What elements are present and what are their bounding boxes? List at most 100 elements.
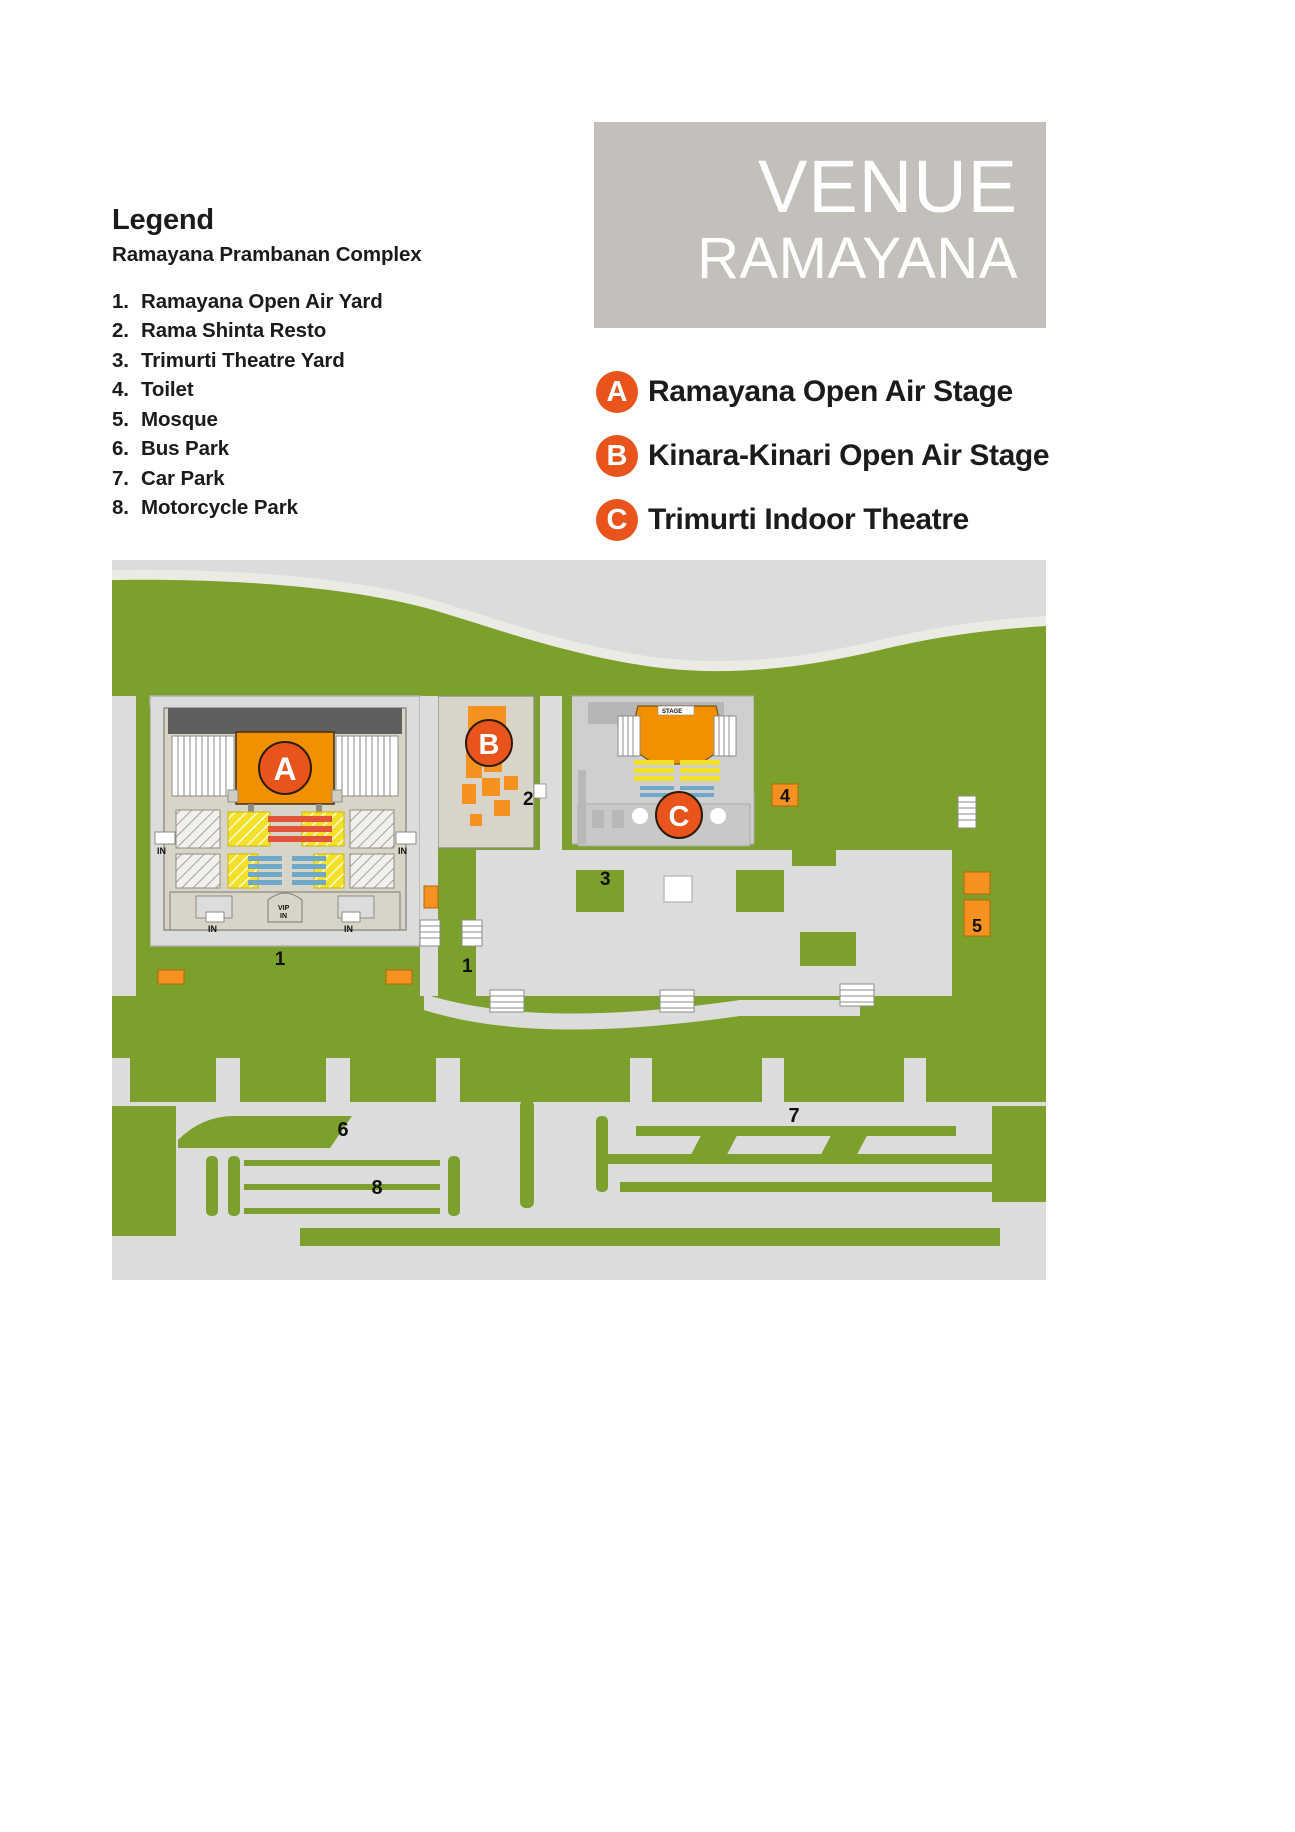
- legend-item-label: Bus Park: [141, 437, 230, 461]
- stage-key-item-b: B Kinara-Kinari Open Air Stage: [596, 424, 1066, 488]
- legend-item-label: Toilet: [141, 378, 194, 402]
- trimurti-seating-left: [617, 715, 641, 757]
- kiosk-orange-right: [385, 969, 413, 985]
- stage-key-label-c: Trimurti Indoor Theatre: [648, 503, 969, 536]
- trimurti-path-left: [578, 770, 586, 844]
- map-label-6: 6: [337, 1119, 348, 1141]
- trimurti-plaza-dot-right: [710, 808, 726, 824]
- map-label-7: 7: [788, 1105, 799, 1127]
- yard-seating-red: [268, 816, 332, 842]
- map-badge-b-circle: [465, 719, 513, 767]
- legend-item-number: 6.: [112, 437, 129, 461]
- map-badge-c-letter: C: [669, 801, 690, 833]
- stairs-lower-3: [839, 983, 875, 1007]
- venue-title-primary: VENUE: [758, 145, 1018, 228]
- gate-in-right-label: IN: [398, 846, 407, 856]
- map-label-2: 2: [523, 789, 534, 810]
- stairs-mid-1: [419, 919, 441, 947]
- stage-key-label-a: Ramayana Open Air Stage: [648, 375, 1013, 408]
- stage-key-list: A Ramayana Open Air Stage B Kinara-Kinar…: [596, 360, 1066, 552]
- grass-edge-highlight: [112, 569, 1046, 672]
- legend-item-3: 3. Trimurti Theatre Yard: [112, 346, 542, 376]
- legend-item-5: 5. Mosque: [112, 405, 542, 435]
- legend-item-number: 5.: [112, 407, 129, 431]
- area-3-grass-2: [663, 875, 693, 903]
- stage-badge-b-icon: B: [596, 435, 638, 477]
- venue-title-secondary: RAMAYANA: [697, 226, 1018, 291]
- gate-in-bottom-right-label: IN: [344, 924, 353, 934]
- gate-in-right: IN: [395, 831, 417, 856]
- legend-item-8: 8. Motorcycle Park: [112, 493, 542, 523]
- venue-header-banner: VENUE RAMAYANA: [594, 122, 1046, 328]
- stage-a-side-left: [227, 789, 239, 803]
- path-curve-lower: [424, 994, 860, 1030]
- legend-item-label: Motorcycle Park: [141, 496, 298, 520]
- resto-block-5: [482, 778, 500, 796]
- resto-block-7: [494, 800, 510, 816]
- mosque-marker-5b: [963, 899, 991, 937]
- yard-block-yellow-1: [227, 811, 271, 847]
- kiosk-orange-mid: [423, 885, 439, 909]
- grass-trimurti-left: [562, 696, 572, 846]
- map-label-1: 1: [275, 949, 286, 970]
- car-park-7: [520, 1100, 998, 1208]
- gate-in-left: IN: [154, 831, 176, 856]
- building-1-seating-left: [171, 735, 235, 797]
- resto-block-6: [504, 776, 518, 790]
- trimurti-stage-label: STAGE: [662, 709, 682, 715]
- trimurti-stage-group: STAGE: [617, 705, 737, 797]
- stage-badge-c-icon: C: [596, 499, 638, 541]
- stage-a-leg-right: [316, 804, 322, 812]
- gate-in-left-label: IN: [157, 846, 166, 856]
- grass-trimurti-right: [754, 696, 820, 792]
- yard-block-hatch-3: [175, 853, 221, 889]
- mosque-marker-5a: [963, 871, 991, 895]
- resto-block-4: [462, 784, 476, 804]
- legend-item-label: Trimurti Theatre Yard: [141, 348, 345, 372]
- path-crosswalk-small: [533, 783, 547, 799]
- resto-block-8: [470, 814, 482, 826]
- map-badge-b-letter: B: [479, 729, 500, 761]
- legend-item-number: 8.: [112, 496, 129, 520]
- trimurti-seating-yellow: [634, 760, 720, 781]
- grass-left-column: [136, 706, 150, 966]
- map-label-3: 3: [600, 869, 611, 890]
- legend-subtitle: Ramayana Prambanan Complex: [112, 242, 422, 266]
- legend-item-number: 2.: [112, 319, 129, 343]
- vip-entry-arch: [267, 892, 303, 923]
- map-label-5: 5: [972, 916, 982, 936]
- trimurti-stage-label-bar: [657, 705, 695, 716]
- legend-item-label: Mosque: [141, 407, 218, 431]
- legend-item-number: 4.: [112, 378, 129, 402]
- stairs-right: [957, 795, 977, 829]
- trimurti-col-1: [592, 810, 604, 828]
- stage-key-label-b: Kinara-Kinari Open Air Stage: [648, 439, 1050, 472]
- parking-grass-teeth: [130, 1058, 1046, 1102]
- vip-in-label-line2: IN: [280, 913, 287, 920]
- trimurti-plaza-dot-left: [632, 808, 648, 824]
- stage-key-item-c: C Trimurti Indoor Theatre: [596, 488, 1066, 552]
- trimurti-seating-blue: [640, 786, 714, 797]
- bottom-apron: [112, 1246, 1046, 1280]
- toilet-marker-4: [771, 783, 799, 807]
- kiosk-orange-left: [157, 969, 185, 985]
- yard-block-hatch-1: [175, 809, 221, 849]
- map-label-1b: 1: [462, 956, 473, 977]
- building-1-roof: [168, 708, 402, 734]
- area-3-grass-5: [800, 932, 856, 966]
- vip-in-label-line1: VIP: [278, 905, 290, 912]
- legend-item-label: Rama Shinta Resto: [141, 319, 327, 343]
- area-3-grass-4: [792, 830, 836, 866]
- legend-list: 1. Ramayana Open Air Yard 2. Rama Shinta…: [112, 287, 542, 523]
- legend-item-4: 4. Toilet: [112, 375, 542, 405]
- motorcycle-park-8: [206, 1156, 460, 1216]
- stage-a-leg-left: [248, 804, 254, 812]
- map-badge-a-letter: A: [273, 751, 296, 787]
- stage-a-side-right: [331, 789, 343, 803]
- area-3-plot: [476, 850, 952, 1010]
- legend-item-number: 7.: [112, 466, 129, 490]
- legend-item-number: 1.: [112, 289, 129, 313]
- stairs-lower-1: [489, 989, 525, 1013]
- stairs-lower-2: [659, 989, 695, 1013]
- map-badge-c-circle: [655, 791, 703, 839]
